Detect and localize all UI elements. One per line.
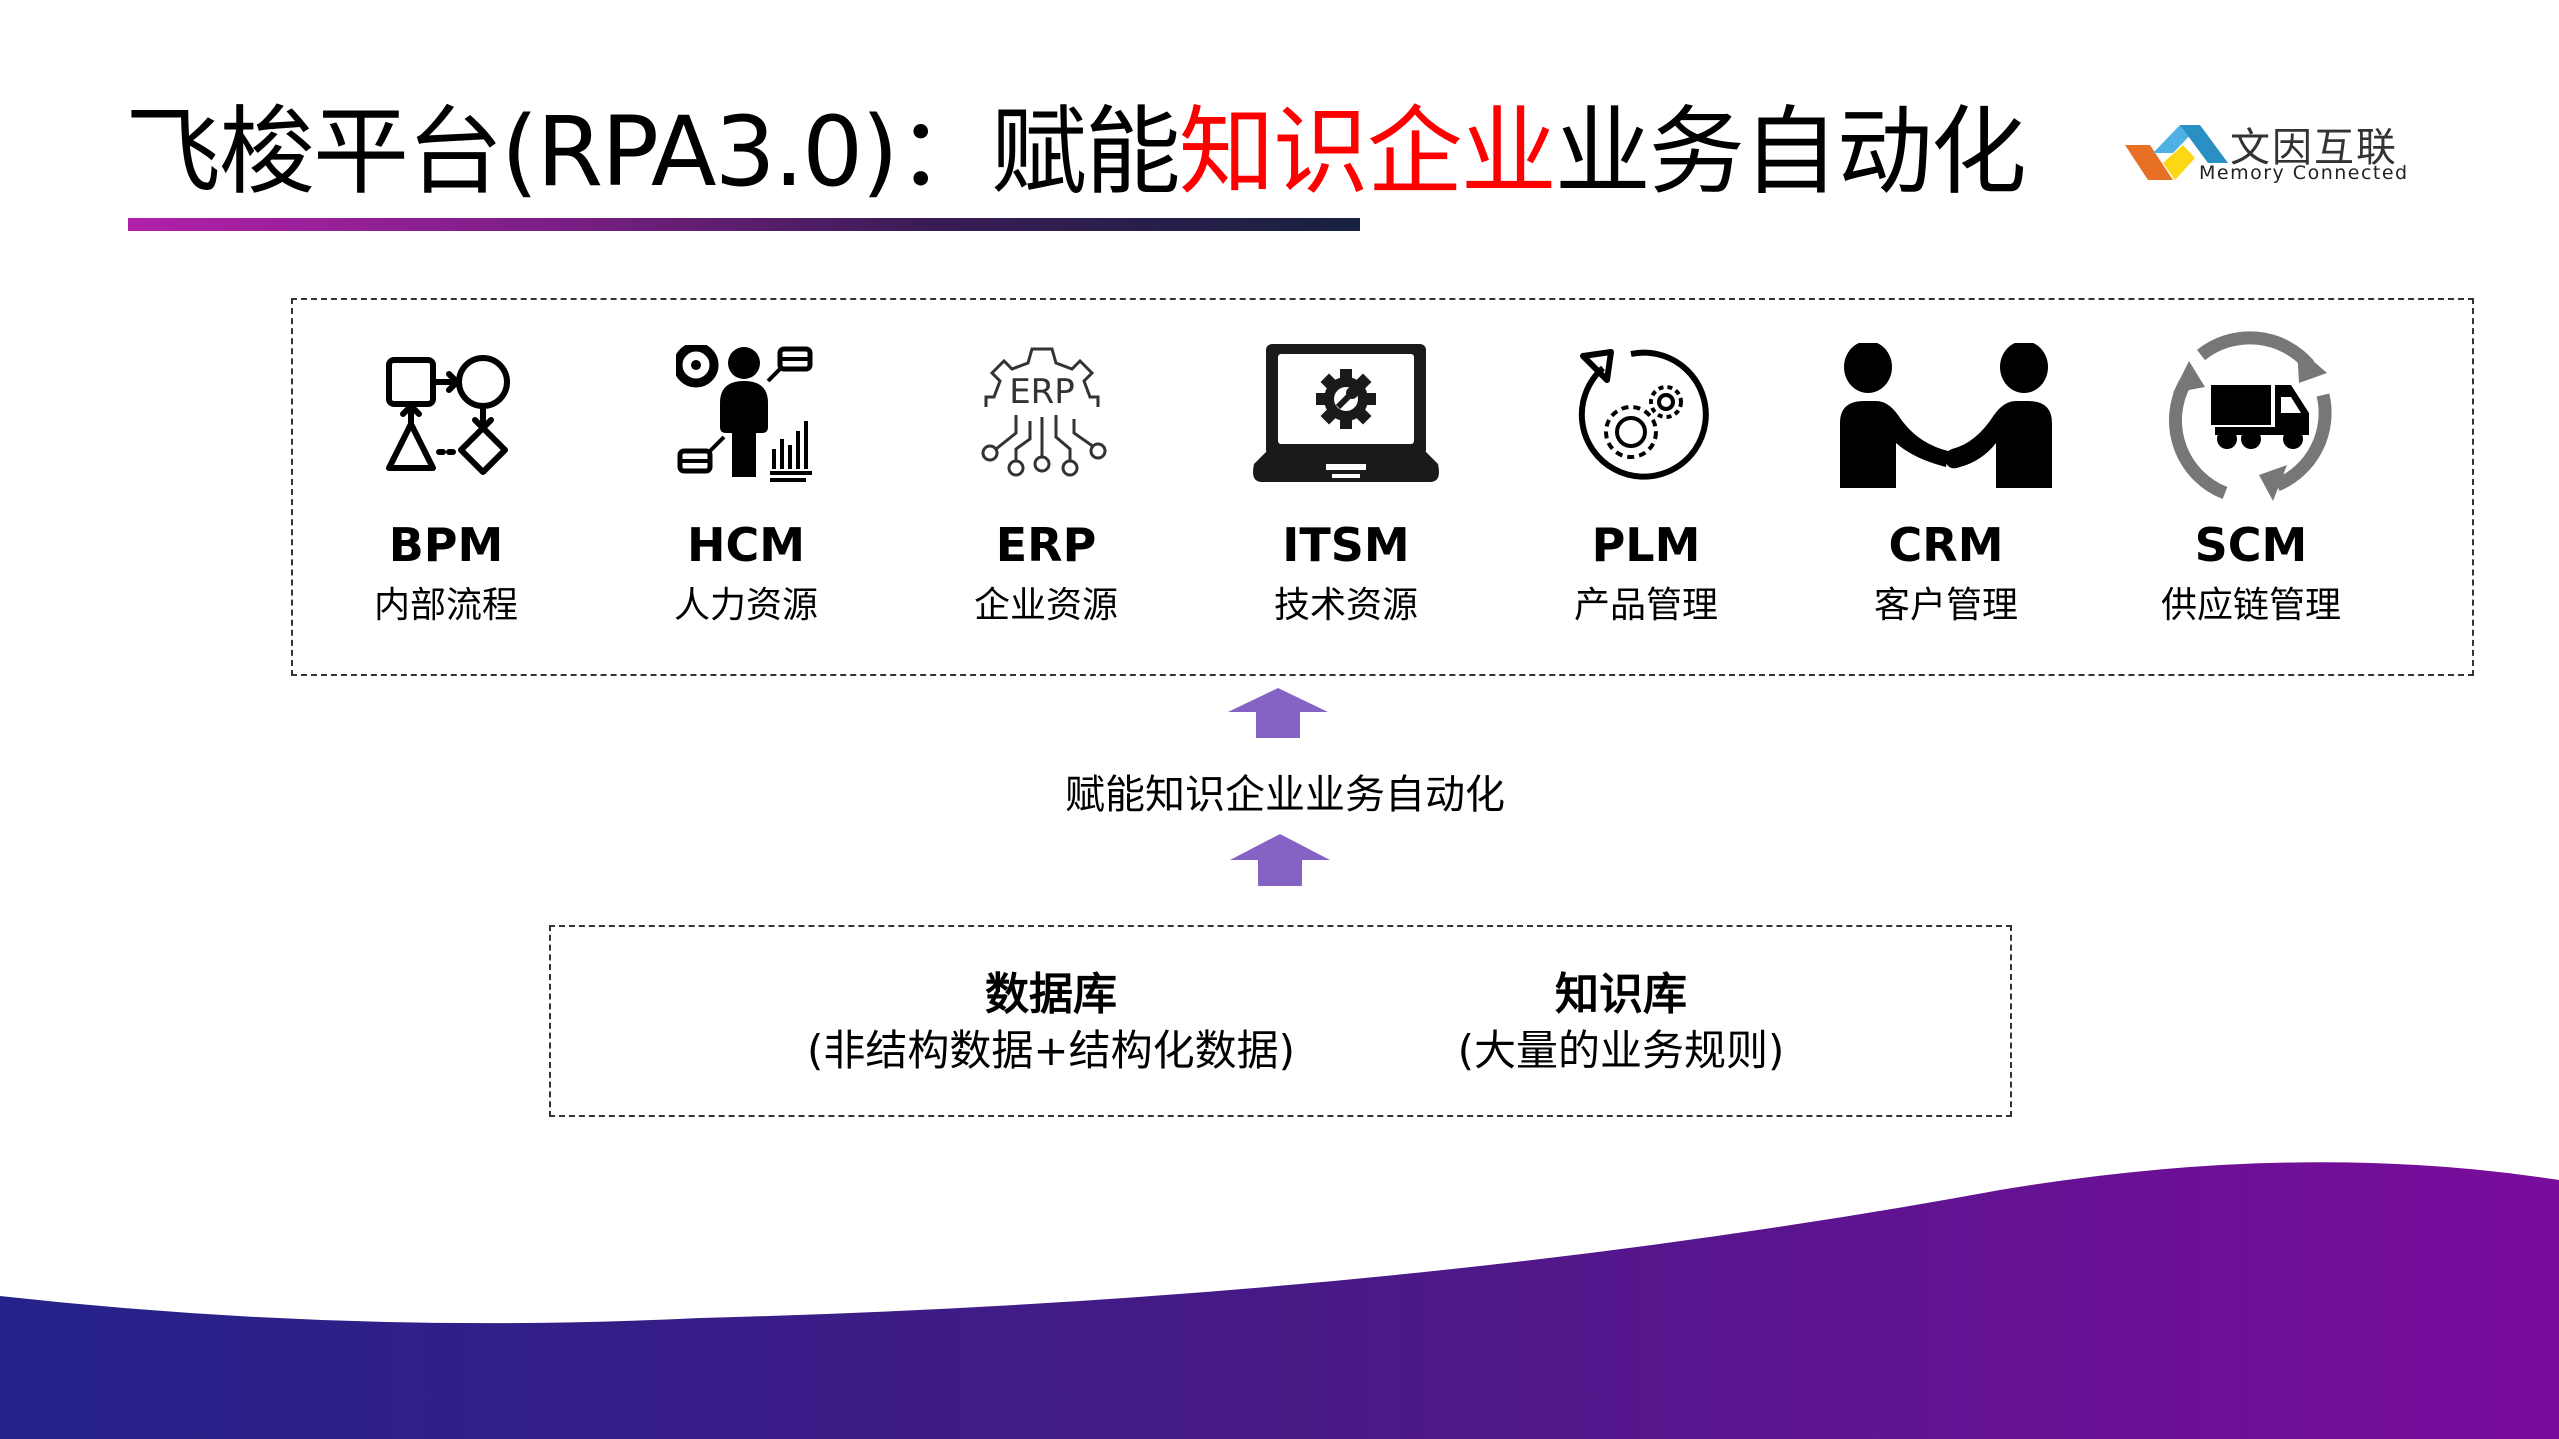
module-crm: CRM 客户管理 <box>1821 330 2071 628</box>
module-code: ITSM <box>1282 518 1410 572</box>
truck-cycle-icon <box>2131 330 2371 501</box>
module-desc: 人力资源 <box>673 585 818 626</box>
module-desc: 产品管理 <box>1573 585 1718 626</box>
module-code: BPM <box>388 518 504 572</box>
module-code: HCM <box>686 518 806 572</box>
knowledge-base-block: 知识库 (大量的业务规则) <box>1371 967 1871 1079</box>
module-desc: 客户管理 <box>1873 585 2018 626</box>
person-analytics-icon <box>636 330 856 500</box>
module-itsm: ITSM 技术资源 <box>1236 330 1456 628</box>
svg-text:ERP: ERP <box>1009 372 1075 412</box>
module-bpm: BPM 内部流程 <box>336 330 556 628</box>
title-part2: 业务自动化 <box>1554 96 2027 208</box>
erp-gear-circuit-icon: ERP <box>936 330 1156 500</box>
module-code: PLM <box>1591 518 1701 572</box>
knowledge-base-subtitle: (大量的业务规则) <box>1457 1026 1785 1075</box>
module-desc: 内部流程 <box>373 585 518 626</box>
company-logo: 文因互联 Memory Connected <box>2125 115 2415 195</box>
database-block: 数据库 (非结构数据+结构化数据) <box>711 967 1391 1079</box>
title-underline-bar <box>128 218 1360 231</box>
title-part1: 飞梭平台(RPA3.0)：赋能 <box>125 96 1181 208</box>
module-plm: PLM 产品管理 <box>1536 330 1756 628</box>
page-title: 飞梭平台(RPA3.0)：赋能知识企业业务自动化 <box>125 92 2027 212</box>
laptop-wrench-gear-icon <box>1236 330 1456 500</box>
knowledge-base-title: 知识库 <box>1555 969 1687 1020</box>
module-code: CRM <box>1888 518 2004 572</box>
logo-mark-icon <box>2125 125 2228 180</box>
module-desc: 技术资源 <box>1273 585 1418 626</box>
module-hcm: HCM 人力资源 <box>636 330 856 628</box>
database-title: 数据库 <box>985 969 1117 1020</box>
gears-cycle-icon <box>1536 330 1756 500</box>
foundation-box: 数据库 (非结构数据+结构化数据) 知识库 (大量的业务规则) <box>549 925 2012 1117</box>
database-subtitle: (非结构数据+结构化数据) <box>807 1026 1295 1075</box>
footer-wave-decoration <box>0 1162 2559 1439</box>
business-modules-box: BPM 内部流程 <box>291 298 2474 676</box>
module-scm: SCM 供应链管理 <box>2131 330 2371 628</box>
module-code: SCM <box>2194 518 2308 572</box>
title-highlight: 知识企业 <box>1178 96 1557 208</box>
enablement-label: 赋能知识企业业务自动化 <box>1065 772 1505 818</box>
up-arrow-icon <box>1230 834 1330 886</box>
logo-name-en: Memory Connected <box>2199 162 2409 184</box>
module-code: ERP <box>995 518 1097 572</box>
module-desc: 企业资源 <box>973 585 1118 626</box>
process-flow-icon <box>336 330 556 500</box>
handshake-icon <box>1821 330 2071 500</box>
logo-name-cn: 文因互联 <box>2230 125 2398 171</box>
up-arrow-icon <box>1228 688 1328 738</box>
module-desc: 供应链管理 <box>2160 585 2341 626</box>
module-erp: ERP ERP 企业资源 <box>936 330 1156 628</box>
